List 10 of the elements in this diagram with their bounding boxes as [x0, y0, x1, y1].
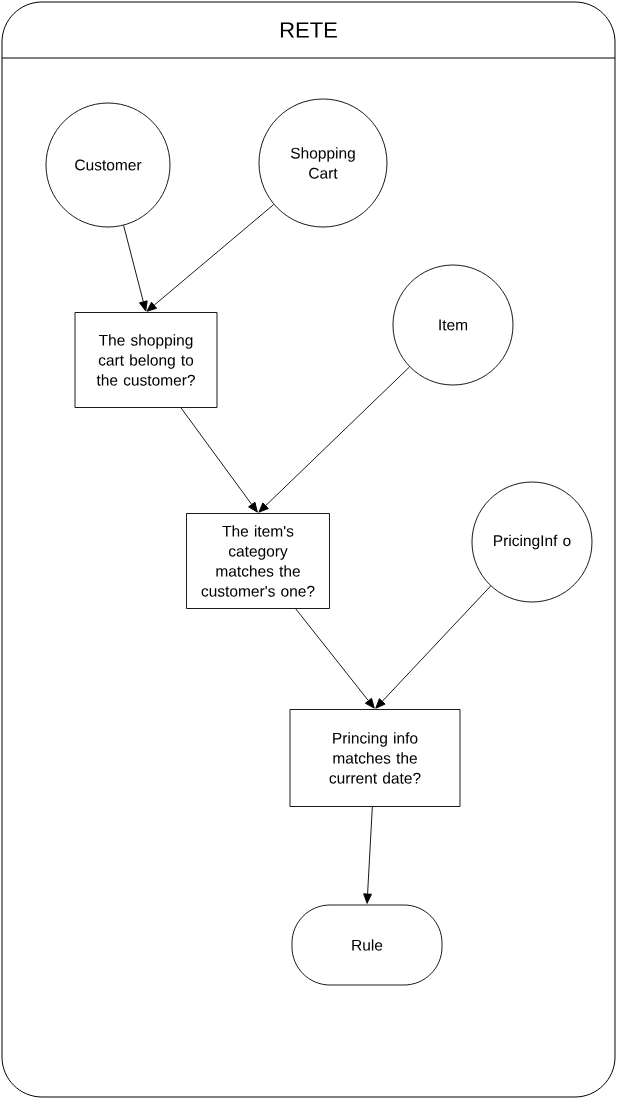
arrow	[123, 225, 148, 312]
arrow	[258, 366, 410, 513]
arrow	[146, 204, 275, 312]
arrow	[180, 407, 258, 513]
arrow	[363, 806, 373, 904]
arrow	[295, 608, 375, 709]
process-box: The item's category matches the customer's one?	[186, 513, 330, 609]
process-box: The shopping cart belong to the customer?	[74, 312, 218, 408]
process-box: Princing info matches the current date?	[289, 709, 461, 807]
arrow	[375, 585, 492, 709]
